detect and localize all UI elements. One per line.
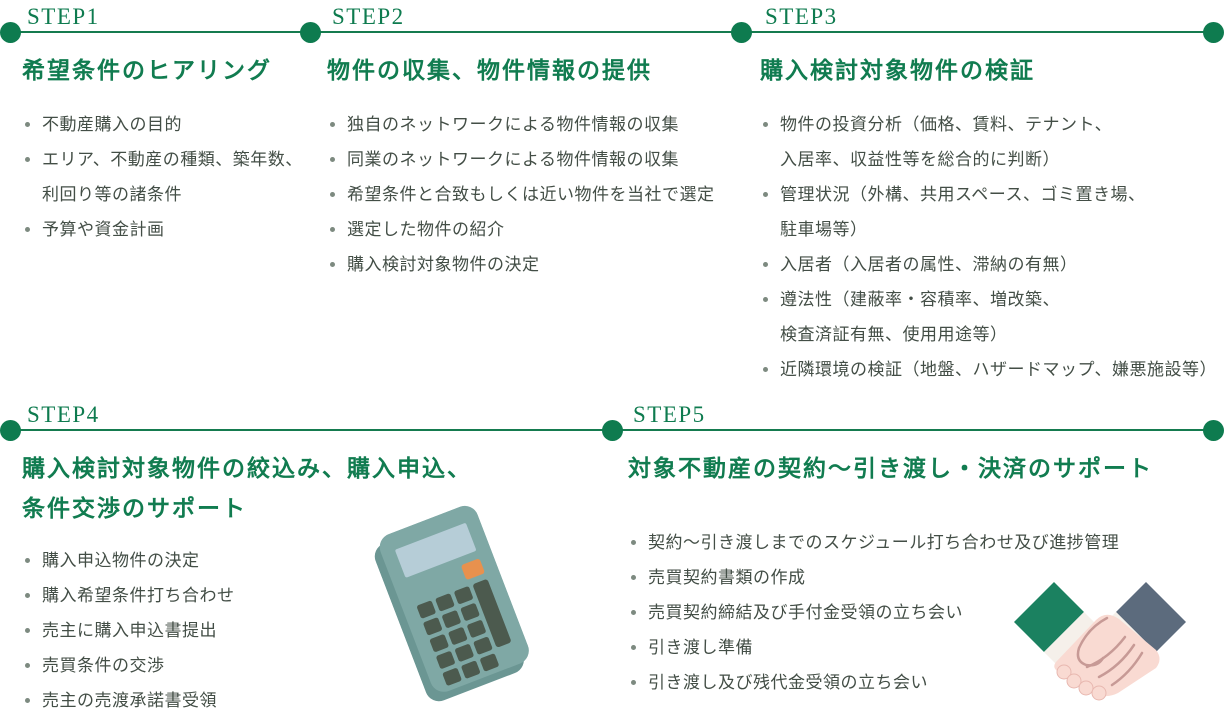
timeline-row1-line	[10, 31, 1214, 33]
bullet-dot-icon	[631, 610, 636, 615]
bullet-item: 入居者（入居者の属性、滞納の有無）	[760, 247, 1222, 282]
step-label: STEP1	[27, 4, 100, 29]
bullet-item: 引き渡し準備	[628, 630, 1188, 665]
handshake-icon	[1006, 574, 1194, 706]
step-label: STEP4	[27, 402, 100, 427]
bullet-item: 希望条件と合致もしくは近い物件を当社で選定	[327, 177, 731, 212]
bullet-dot-icon	[763, 122, 768, 127]
step-1: STEP1 希望条件のヒアリング 不動産購入の目的 エリア、不動産の種類、築年数…	[22, 4, 314, 247]
bullet-item: 独自のネットワークによる物件情報の収集	[327, 107, 731, 142]
step-bullet-list: 契約～引き渡しまでのスケジュール打ち合わせ及び進捗管理 売買契約書類の作成 売買…	[628, 525, 1188, 700]
step-bullet-list: 物件の投資分析（価格、賃料、テナント、 入居率、収益性等を総合的に判断） 管理状…	[760, 107, 1222, 387]
step-bullet-list: 不動産購入の目的 エリア、不動産の種類、築年数、 利回り等の諸条件 予算や資金計…	[22, 107, 314, 247]
bullet-dot-icon	[330, 262, 335, 267]
step-label: STEP2	[332, 4, 405, 29]
bullet-dot-icon	[25, 558, 30, 563]
step-label: STEP3	[765, 4, 838, 29]
bullet-item: 契約～引き渡しまでのスケジュール打ち合わせ及び進捗管理	[628, 525, 1188, 560]
timeline-dot	[300, 22, 321, 43]
bullet-item: 選定した物件の紹介	[327, 212, 731, 247]
bullet-dot-icon	[25, 122, 30, 127]
bullet-dot-icon	[763, 367, 768, 372]
bullet-dot-icon	[25, 593, 30, 598]
timeline-dot	[602, 420, 623, 441]
bullet-item: 売主の売渡承諾書受領	[22, 683, 582, 708]
step-bullet-list: 購入申込物件の決定 購入希望条件打ち合わせ 売主に購入申込書提出 売買条件の交渉…	[22, 543, 582, 708]
timeline-dot	[0, 22, 21, 43]
bullet-item: 購入申込物件の決定	[22, 543, 582, 578]
bullet-dot-icon	[631, 540, 636, 545]
bullet-dot-icon	[25, 628, 30, 633]
bullet-item: 物件の投資分析（価格、賃料、テナント、 入居率、収益性等を総合的に判断）	[760, 107, 1222, 177]
timeline-dot	[0, 420, 21, 441]
bullet-item: 不動産購入の目的	[22, 107, 314, 142]
bullet-dot-icon	[631, 645, 636, 650]
bullet-dot-icon	[25, 663, 30, 668]
bullet-dot-icon	[763, 262, 768, 267]
step-5: STEP5 対象不動産の契約～引き渡し・決済のサポート 契約～引き渡しまでのスケ…	[628, 402, 1188, 700]
calculator-icon	[368, 502, 536, 706]
step-title: 購入検討対象物件の絞込み、購入申込、 条件交渉のサポート	[22, 456, 472, 521]
bullet-dot-icon	[330, 192, 335, 197]
step-bullet-list: 独自のネットワークによる物件情報の収集 同業のネットワークによる物件情報の収集 …	[327, 107, 731, 282]
step-label: STEP5	[633, 402, 706, 427]
bullet-dot-icon	[763, 192, 768, 197]
bullet-dot-icon	[25, 157, 30, 162]
bullet-item: 売買契約締結及び手付金受領の立ち会い	[628, 595, 1188, 630]
step-title: 物件の収集、物件情報の提供	[327, 58, 652, 83]
bullet-item: 管理状況（外構、共用スペース、ゴミ置き場、 駐車場等）	[760, 177, 1222, 247]
step-title: 対象不動産の契約～引き渡し・決済のサポート	[628, 456, 1153, 481]
bullet-item: 近隣環境の検証（地盤、ハザードマップ、嫌悪施設等）	[760, 352, 1222, 387]
bullet-item: 同業のネットワークによる物件情報の収集	[327, 142, 731, 177]
bullet-item: 購入検討対象物件の決定	[327, 247, 731, 282]
bullet-dot-icon	[631, 680, 636, 685]
bullet-item: エリア、不動産の種類、築年数、 利回り等の諸条件	[22, 142, 314, 212]
step-title: 購入検討対象物件の検証	[760, 58, 1035, 83]
timeline-dot	[731, 22, 752, 43]
bullet-dot-icon	[330, 157, 335, 162]
timeline-dot	[1203, 22, 1224, 43]
bullet-dot-icon	[330, 122, 335, 127]
bullet-item: 購入希望条件打ち合わせ	[22, 578, 582, 613]
bullet-dot-icon	[631, 575, 636, 580]
bullet-dot-icon	[330, 227, 335, 232]
bullet-item: 引き渡し及び残代金受領の立ち会い	[628, 665, 1188, 700]
step-title: 希望条件のヒアリング	[22, 58, 272, 83]
step-4: STEP4 購入検討対象物件の絞込み、購入申込、 条件交渉のサポート 購入申込物…	[22, 402, 582, 708]
step-3: STEP3 購入検討対象物件の検証 物件の投資分析（価格、賃料、テナント、 入居…	[760, 4, 1222, 387]
timeline-dot	[1203, 420, 1224, 441]
bullet-item: 遵法性（建蔽率・容積率、増改築、 検査済証有無、使用用途等）	[760, 282, 1222, 352]
bullet-dot-icon	[25, 227, 30, 232]
bullet-item: 売買契約書類の作成	[628, 560, 1188, 595]
bullet-item: 予算や資金計画	[22, 212, 314, 247]
bullet-item: 売主に購入申込書提出	[22, 613, 582, 648]
bullet-item: 売買条件の交渉	[22, 648, 582, 683]
bullet-dot-icon	[25, 698, 30, 703]
bullet-dot-icon	[763, 297, 768, 302]
step-2: STEP2 物件の収集、物件情報の提供 独自のネットワークによる物件情報の収集 …	[327, 4, 731, 282]
